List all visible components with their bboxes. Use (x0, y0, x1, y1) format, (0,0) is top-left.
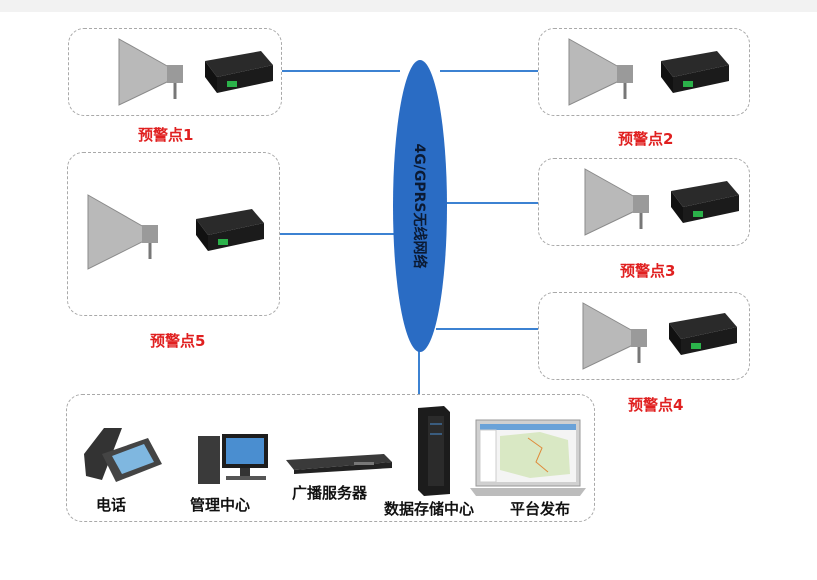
warning-point-2-label: 预警点2 (618, 130, 674, 148)
horn-speaker-icon (87, 194, 158, 270)
platform-release-label: 平台发布 (510, 500, 571, 518)
warning-point-3-label: 预警点3 (620, 262, 676, 280)
rtu-terminal-icon (196, 209, 264, 251)
phone-icon (84, 428, 162, 482)
wireless-network-ellipse (393, 60, 447, 352)
warning-point-1-label: 预警点1 (138, 126, 194, 144)
link-line-point4 (436, 328, 538, 330)
warning-point-3-box (538, 158, 750, 246)
horn-speaker-icon (582, 302, 647, 370)
link-line-point3 (440, 202, 538, 204)
data-storage-center-label: 数据存储中心 (384, 500, 475, 518)
management-center-label: 管理中心 (190, 496, 251, 514)
warning-point-4-label: 预警点4 (628, 396, 684, 414)
link-line-center (418, 350, 420, 400)
link-line-point5 (278, 233, 398, 235)
phone-label: 电话 (96, 496, 127, 514)
horn-speaker-icon (118, 38, 183, 106)
wireless-network-label: 4G/GPRS无线网络 (411, 143, 427, 269)
broadcast-server-label: 广播服务器 (292, 484, 368, 502)
rtu-terminal-icon (669, 313, 737, 355)
warning-point-2-box (538, 28, 750, 116)
warning-point-4-box (538, 292, 750, 380)
rtu-terminal-icon (661, 51, 729, 93)
rtu-terminal-icon (671, 181, 739, 223)
horn-speaker-icon (584, 168, 649, 236)
link-line-point1 (280, 70, 400, 72)
horn-speaker-icon (568, 38, 633, 106)
rack-server-icon (286, 454, 392, 474)
warning-point-5-label: 预警点5 (150, 332, 206, 350)
warning-point-1-box (68, 28, 282, 116)
top-bar (0, 0, 817, 12)
desktop-computer-icon (198, 434, 268, 484)
rtu-terminal-icon (205, 51, 273, 93)
laptop-map-icon (470, 419, 586, 496)
storage-tower-icon (418, 406, 450, 496)
warning-point-5-box (67, 152, 280, 316)
link-line-point2 (440, 70, 538, 72)
